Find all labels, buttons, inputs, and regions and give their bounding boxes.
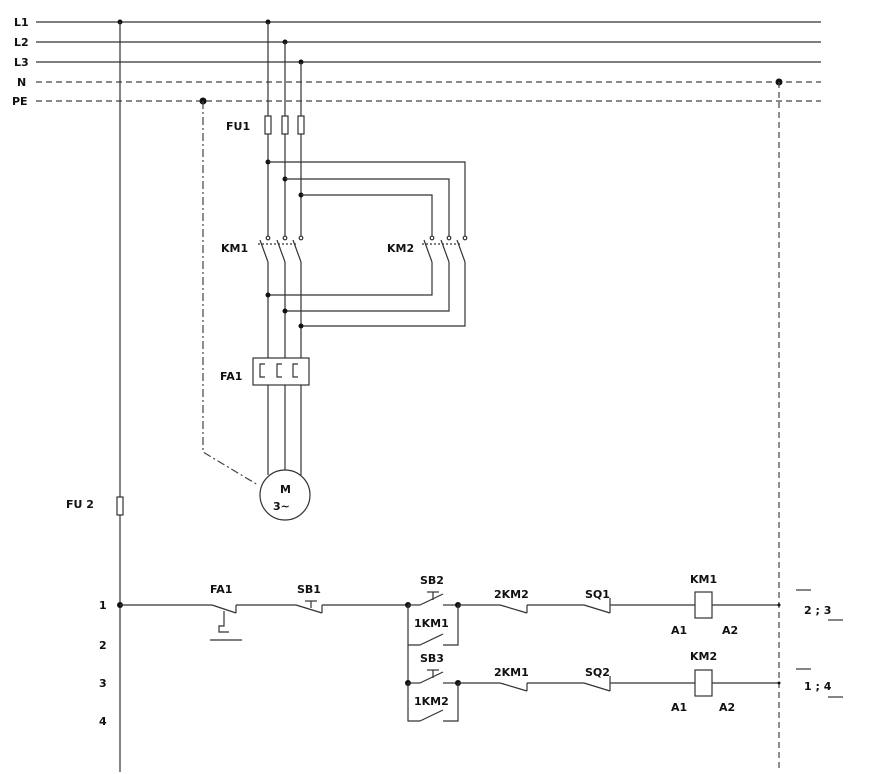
fa1-power-label: FA1 [220, 370, 242, 383]
km1-cross-reference: 2 ; 3 [804, 604, 831, 617]
fa1-nc-contact [210, 604, 242, 641]
sq1-label: SQ1 [585, 588, 610, 601]
power-circuit: FU1 KM1 KM2 [202, 22, 468, 521]
fu1-fuse-l3 [297, 115, 305, 135]
rung-number-2: 2 [99, 639, 107, 652]
bus-label-l2: L2 [14, 36, 29, 49]
km2-power-label: KM2 [387, 242, 414, 255]
km1-power-label: KM1 [221, 242, 248, 255]
sb2-start-button [408, 591, 458, 606]
km1-coil [694, 591, 713, 619]
fu2-fuse [116, 496, 124, 516]
fu1-fuse-l1 [264, 115, 272, 135]
km2-main-contacts [422, 235, 468, 263]
km2-coil-label: KM2 [690, 650, 717, 663]
2km2-label: 2KM2 [494, 588, 529, 601]
km1-coil-label: KM1 [690, 573, 717, 586]
control-circuit: FU 2 1 2 3 4 FA1 SB1 S [66, 22, 843, 772]
km2-cross-reference: 1 ; 4 [804, 680, 832, 693]
fu2-label: FU 2 [66, 498, 94, 511]
bus-label-pe: PE [12, 95, 28, 108]
1km1-label: 1KM1 [414, 617, 449, 630]
2km2-interlock-contact [499, 604, 528, 614]
sb1-stop-button [295, 600, 323, 614]
2km1-label: 2KM1 [494, 666, 529, 679]
motor: M 3~ [259, 469, 311, 521]
2km1-interlock-contact [499, 682, 528, 692]
sb3-start-button [408, 669, 458, 684]
km1-coil-terminal-a1: A1 [671, 624, 687, 637]
motor-letter: M [280, 483, 291, 496]
sb2-label: SB2 [420, 574, 444, 587]
km2-coil-terminal-a2: A2 [719, 701, 735, 714]
fa1-overload-relay [252, 357, 310, 386]
1km1-holding-contact [419, 605, 459, 646]
sb3-label: SB3 [420, 652, 444, 665]
km2-coil [694, 669, 713, 697]
bus-label-l1: L1 [14, 16, 29, 29]
sq2-label: SQ2 [585, 666, 610, 679]
fu1-label: FU1 [226, 120, 250, 133]
rung-number-4: 4 [99, 715, 107, 728]
km1-main-contacts [258, 235, 304, 263]
supply-bus: L1 L2 L3 N PE [12, 16, 821, 108]
1km2-holding-contact [419, 683, 459, 722]
fa1-contact-label: FA1 [210, 583, 232, 596]
km2-coil-terminal-a1: A1 [671, 701, 687, 714]
motor-phase: 3~ [273, 500, 290, 513]
km1-coil-terminal-a2: A2 [722, 624, 738, 637]
motor-symbol [259, 469, 311, 521]
bus-label-n: N [17, 76, 26, 89]
fu1-fuse-l2 [281, 115, 289, 135]
1km2-label: 1KM2 [414, 695, 449, 708]
sb1-label: SB1 [297, 583, 321, 596]
rung-number-1: 1 [99, 599, 107, 612]
bus-label-l3: L3 [14, 56, 29, 69]
rung-number-3: 3 [99, 677, 107, 690]
